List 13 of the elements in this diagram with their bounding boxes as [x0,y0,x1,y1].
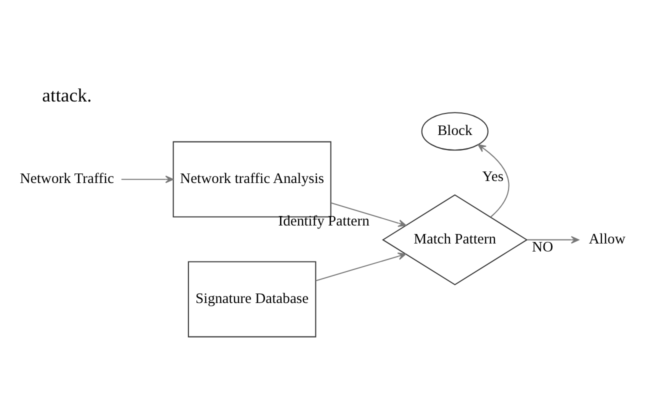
arrow [478,144,510,217]
node-text: Allow [588,231,626,248]
node-text: Network Traffic [20,170,114,187]
node-diamond: Match Pattern [382,194,528,285]
edge-label: NO [532,239,554,256]
arrow [330,202,406,226]
label: attack. [42,85,92,106]
edge-label: Yes [482,168,504,184]
arrow [316,252,406,281]
node-ellipse: Block [421,112,488,150]
arrow [527,236,580,244]
arrow [121,175,174,183]
node-box: Signature Database [188,260,316,337]
